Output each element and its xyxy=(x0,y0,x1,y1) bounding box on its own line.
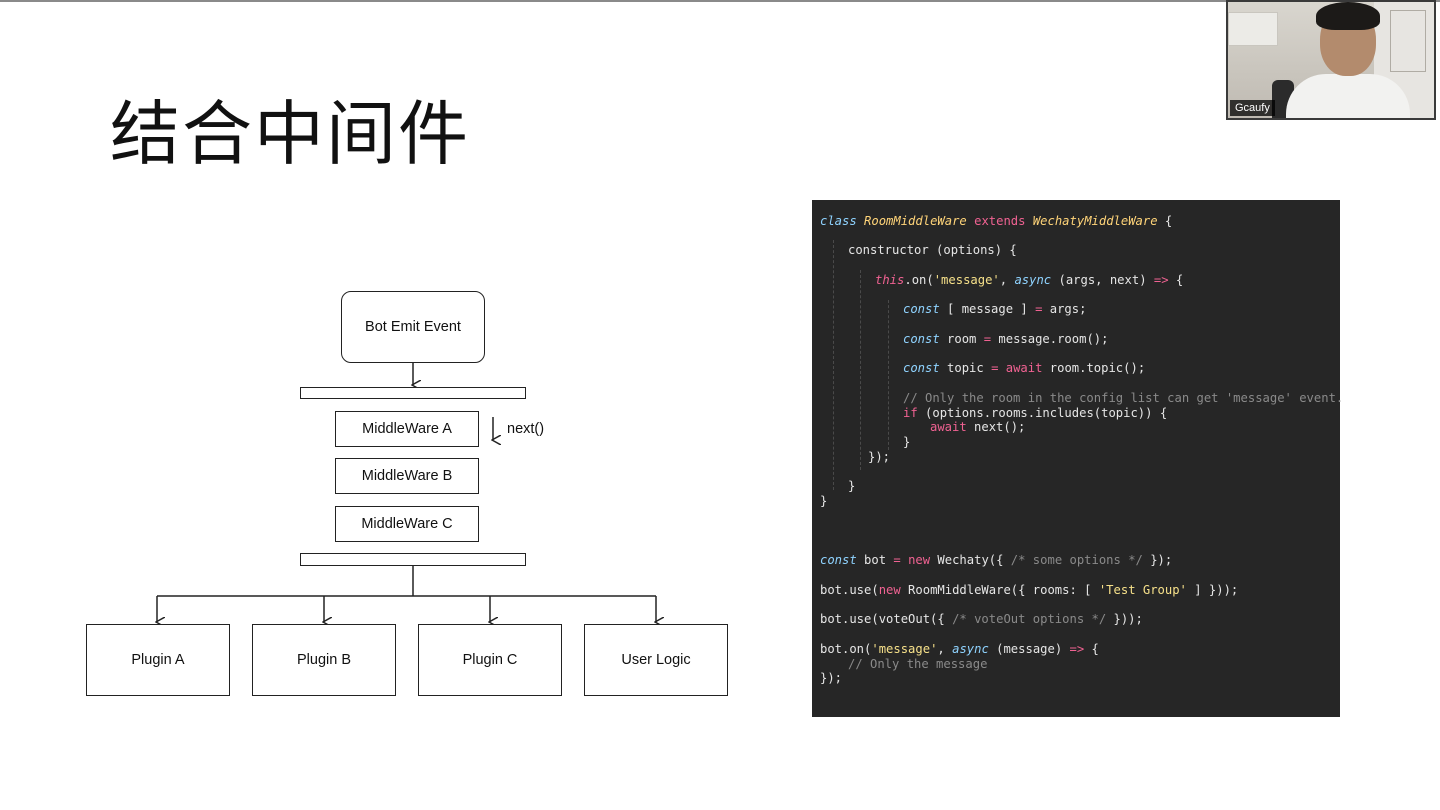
code-line: if (options.rooms.includes(topic)) { xyxy=(903,406,1168,420)
next-label: next() xyxy=(507,421,545,437)
code-line: constructor (options) { xyxy=(848,243,1017,257)
code-line: bot.use(voteOut({ /* voteOut options */ … xyxy=(820,612,1143,626)
code-snippet-panel: class RoomMiddleWare extends WechatyMidd… xyxy=(812,200,1344,717)
bot-emit-event-node: Bot Emit Event xyxy=(341,291,485,363)
code-line: await next(); xyxy=(930,420,1026,434)
middleware-a-node: MiddleWare A xyxy=(335,411,479,447)
participant-hair-shape xyxy=(1316,2,1380,30)
middleware-b-node: MiddleWare B xyxy=(335,458,479,494)
indent-guide xyxy=(860,270,861,470)
user-logic-node: User Logic xyxy=(584,624,728,696)
code-line: class RoomMiddleWare extends WechatyMidd… xyxy=(820,214,1173,228)
participant-body-shape xyxy=(1286,74,1410,118)
code-line: const room = message.room(); xyxy=(903,332,1109,346)
code-line: // Only the room in the config list can … xyxy=(903,391,1344,405)
indent-guide xyxy=(833,240,834,490)
plugin-a-node: Plugin A xyxy=(86,624,230,696)
plugin-b-node: Plugin B xyxy=(252,624,396,696)
code-line: const [ message ] = args; xyxy=(903,302,1087,316)
slide-title: 结合中间件 xyxy=(110,93,470,175)
top-divider xyxy=(0,0,1440,2)
indent-guide xyxy=(888,300,889,450)
participant-video-tile[interactable]: Gcaufy xyxy=(1226,0,1436,120)
middleware-bottom-bar xyxy=(300,553,526,566)
code-line: }); xyxy=(868,450,891,464)
code-line: bot.use(new RoomMiddleWare({ rooms: [ 'T… xyxy=(820,583,1239,597)
code-line: const topic = await room.topic(); xyxy=(903,361,1146,375)
code-line: this.on('message', async (args, next) =>… xyxy=(875,273,1184,287)
code-line: } xyxy=(903,435,911,449)
code-line: } xyxy=(848,479,856,493)
participant-name: Gcaufy xyxy=(1230,100,1275,116)
middleware-flow-diagram: Bot Emit Event MiddleWare A MiddleWare B… xyxy=(0,291,760,810)
code-line: const bot = new Wechaty({ /* some option… xyxy=(820,553,1173,567)
code-line: // Only the message xyxy=(848,657,988,671)
code-line: }); xyxy=(820,671,843,685)
code-line: } xyxy=(820,494,828,508)
middleware-top-bar xyxy=(300,387,526,399)
middleware-c-node: MiddleWare C xyxy=(335,506,479,542)
plugin-c-node: Plugin C xyxy=(418,624,562,696)
air-conditioner-shape xyxy=(1228,12,1278,46)
code-line: bot.on('message', async (message) => { xyxy=(820,642,1099,656)
wall-chart-shape xyxy=(1390,10,1426,72)
diagram-connectors xyxy=(0,363,760,810)
